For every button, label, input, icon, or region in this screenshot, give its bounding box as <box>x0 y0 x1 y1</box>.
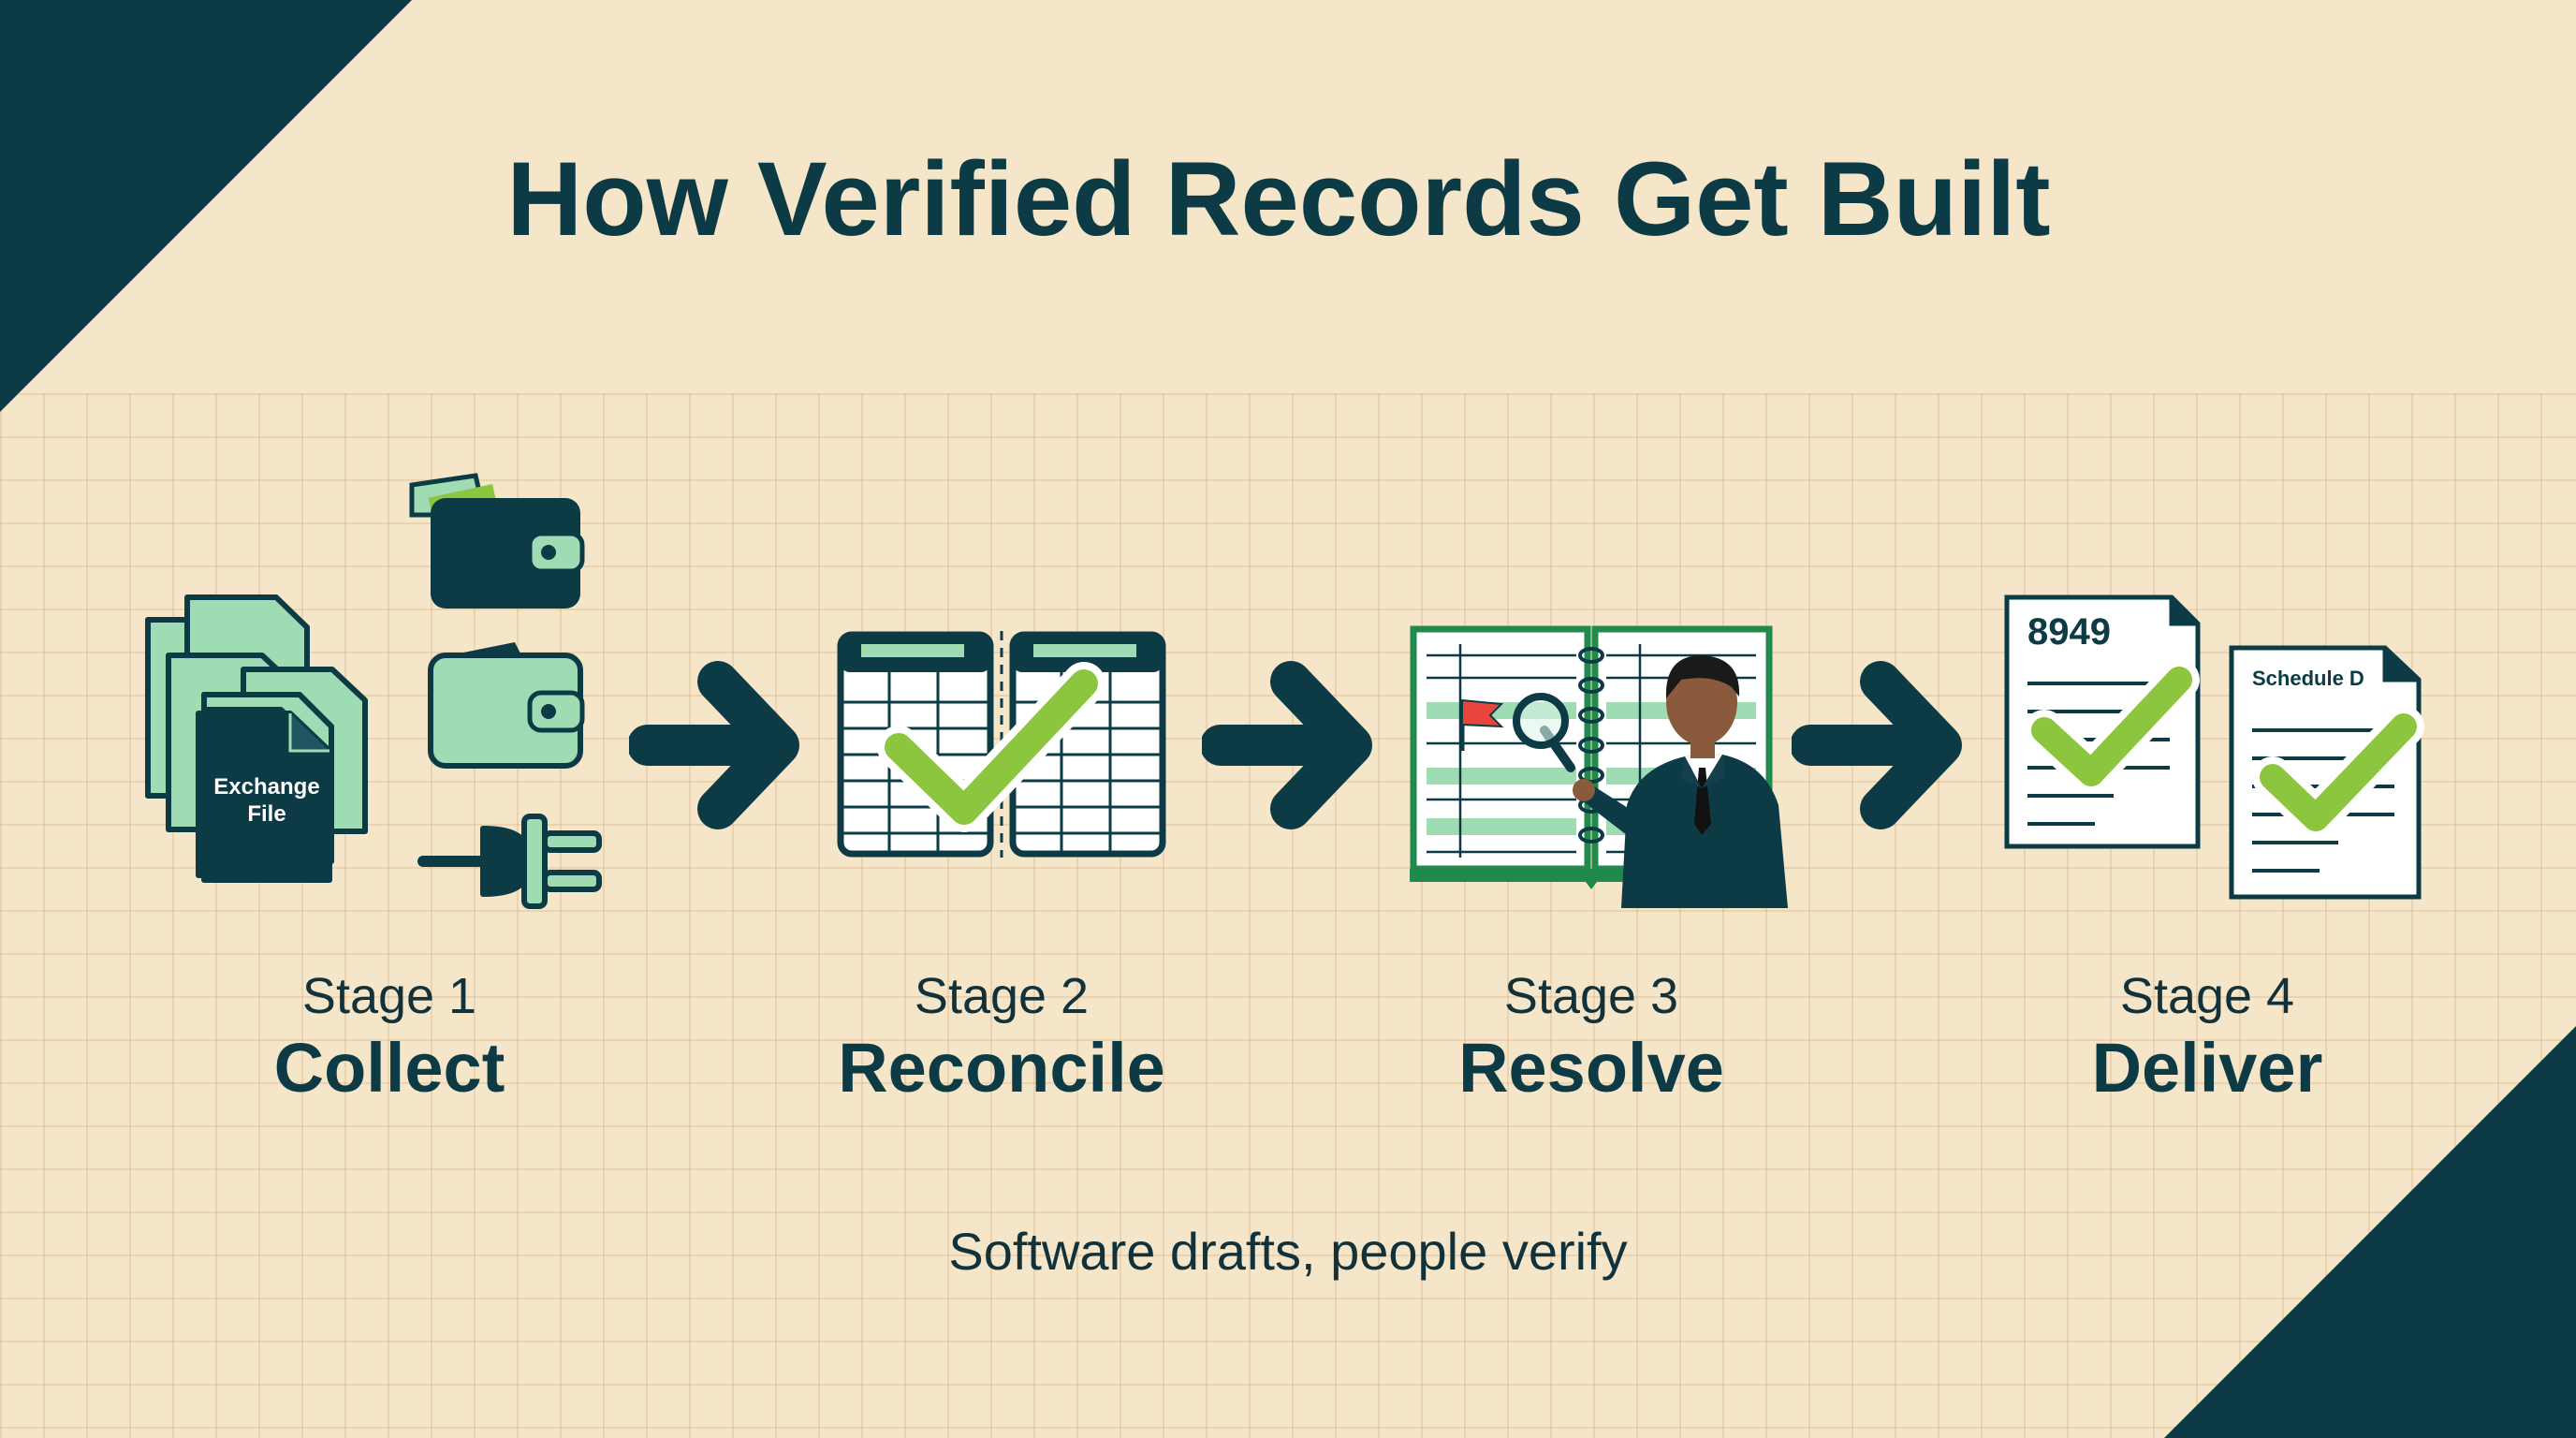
stage-2-label: Stage 2 Reconcile <box>739 966 1264 1110</box>
checkmark-icon <box>2260 713 2417 831</box>
checkmark-icon <box>2031 667 2192 786</box>
tax-form-icon: 8949 <box>2004 594 2201 849</box>
stage-number: Stage 3 <box>1503 968 1679 1024</box>
form-8949-label: 8949 <box>2027 611 2111 653</box>
stage-number: Stage 4 <box>2119 968 2295 1024</box>
corner-triangle-top-left <box>0 0 412 412</box>
stage-3-label: Stage 3 Resolve <box>1329 966 1853 1110</box>
arrow-right-icon <box>1202 661 1372 829</box>
plug-icon <box>417 814 602 909</box>
resolve-illustration <box>1410 625 1788 908</box>
arrow-right-icon <box>629 661 799 829</box>
stage-name: Deliver <box>2091 1029 2323 1107</box>
deliver-illustration: 8949 Schedule D <box>2004 594 2424 900</box>
stage-number: Stage 2 <box>914 968 1090 1024</box>
page-title: How Verified Records Get Built <box>506 140 2051 257</box>
wallet-icon <box>409 473 585 609</box>
stage-4-label: Stage 4 Deliver <box>1945 966 2469 1110</box>
flag-icon <box>1459 698 1504 751</box>
stage-name: Collect <box>273 1029 505 1107</box>
tax-form-icon: Schedule D <box>2229 645 2424 900</box>
arrow-right-icon <box>1792 661 1962 829</box>
stage-1-label: Stage 1 Collect <box>127 966 651 1110</box>
magnifier-icon <box>1513 693 1575 772</box>
form-schedule-d-label: Schedule D <box>2252 667 2364 690</box>
footer-tagline: Software drafts, people verify <box>948 1222 1628 1281</box>
wallet-icon <box>428 642 585 769</box>
stage-name: Reconcile <box>838 1029 1165 1107</box>
corner-triangle-bottom-right <box>2164 1026 2576 1438</box>
reviewer-person-icon <box>1573 655 1788 908</box>
stage-number: Stage 1 <box>301 968 477 1024</box>
reconcile-illustration <box>837 631 1166 858</box>
exchange-file-label-line1: Exchange <box>213 774 319 800</box>
grid-background <box>0 393 2576 1438</box>
stage-name: Resolve <box>1458 1029 1724 1107</box>
collect-illustration: Exchange File <box>145 473 602 909</box>
exchange-file-label-line2: File <box>247 801 285 827</box>
exchange-file-icon: Exchange File <box>201 711 332 883</box>
checkmark-icon <box>885 669 1098 825</box>
